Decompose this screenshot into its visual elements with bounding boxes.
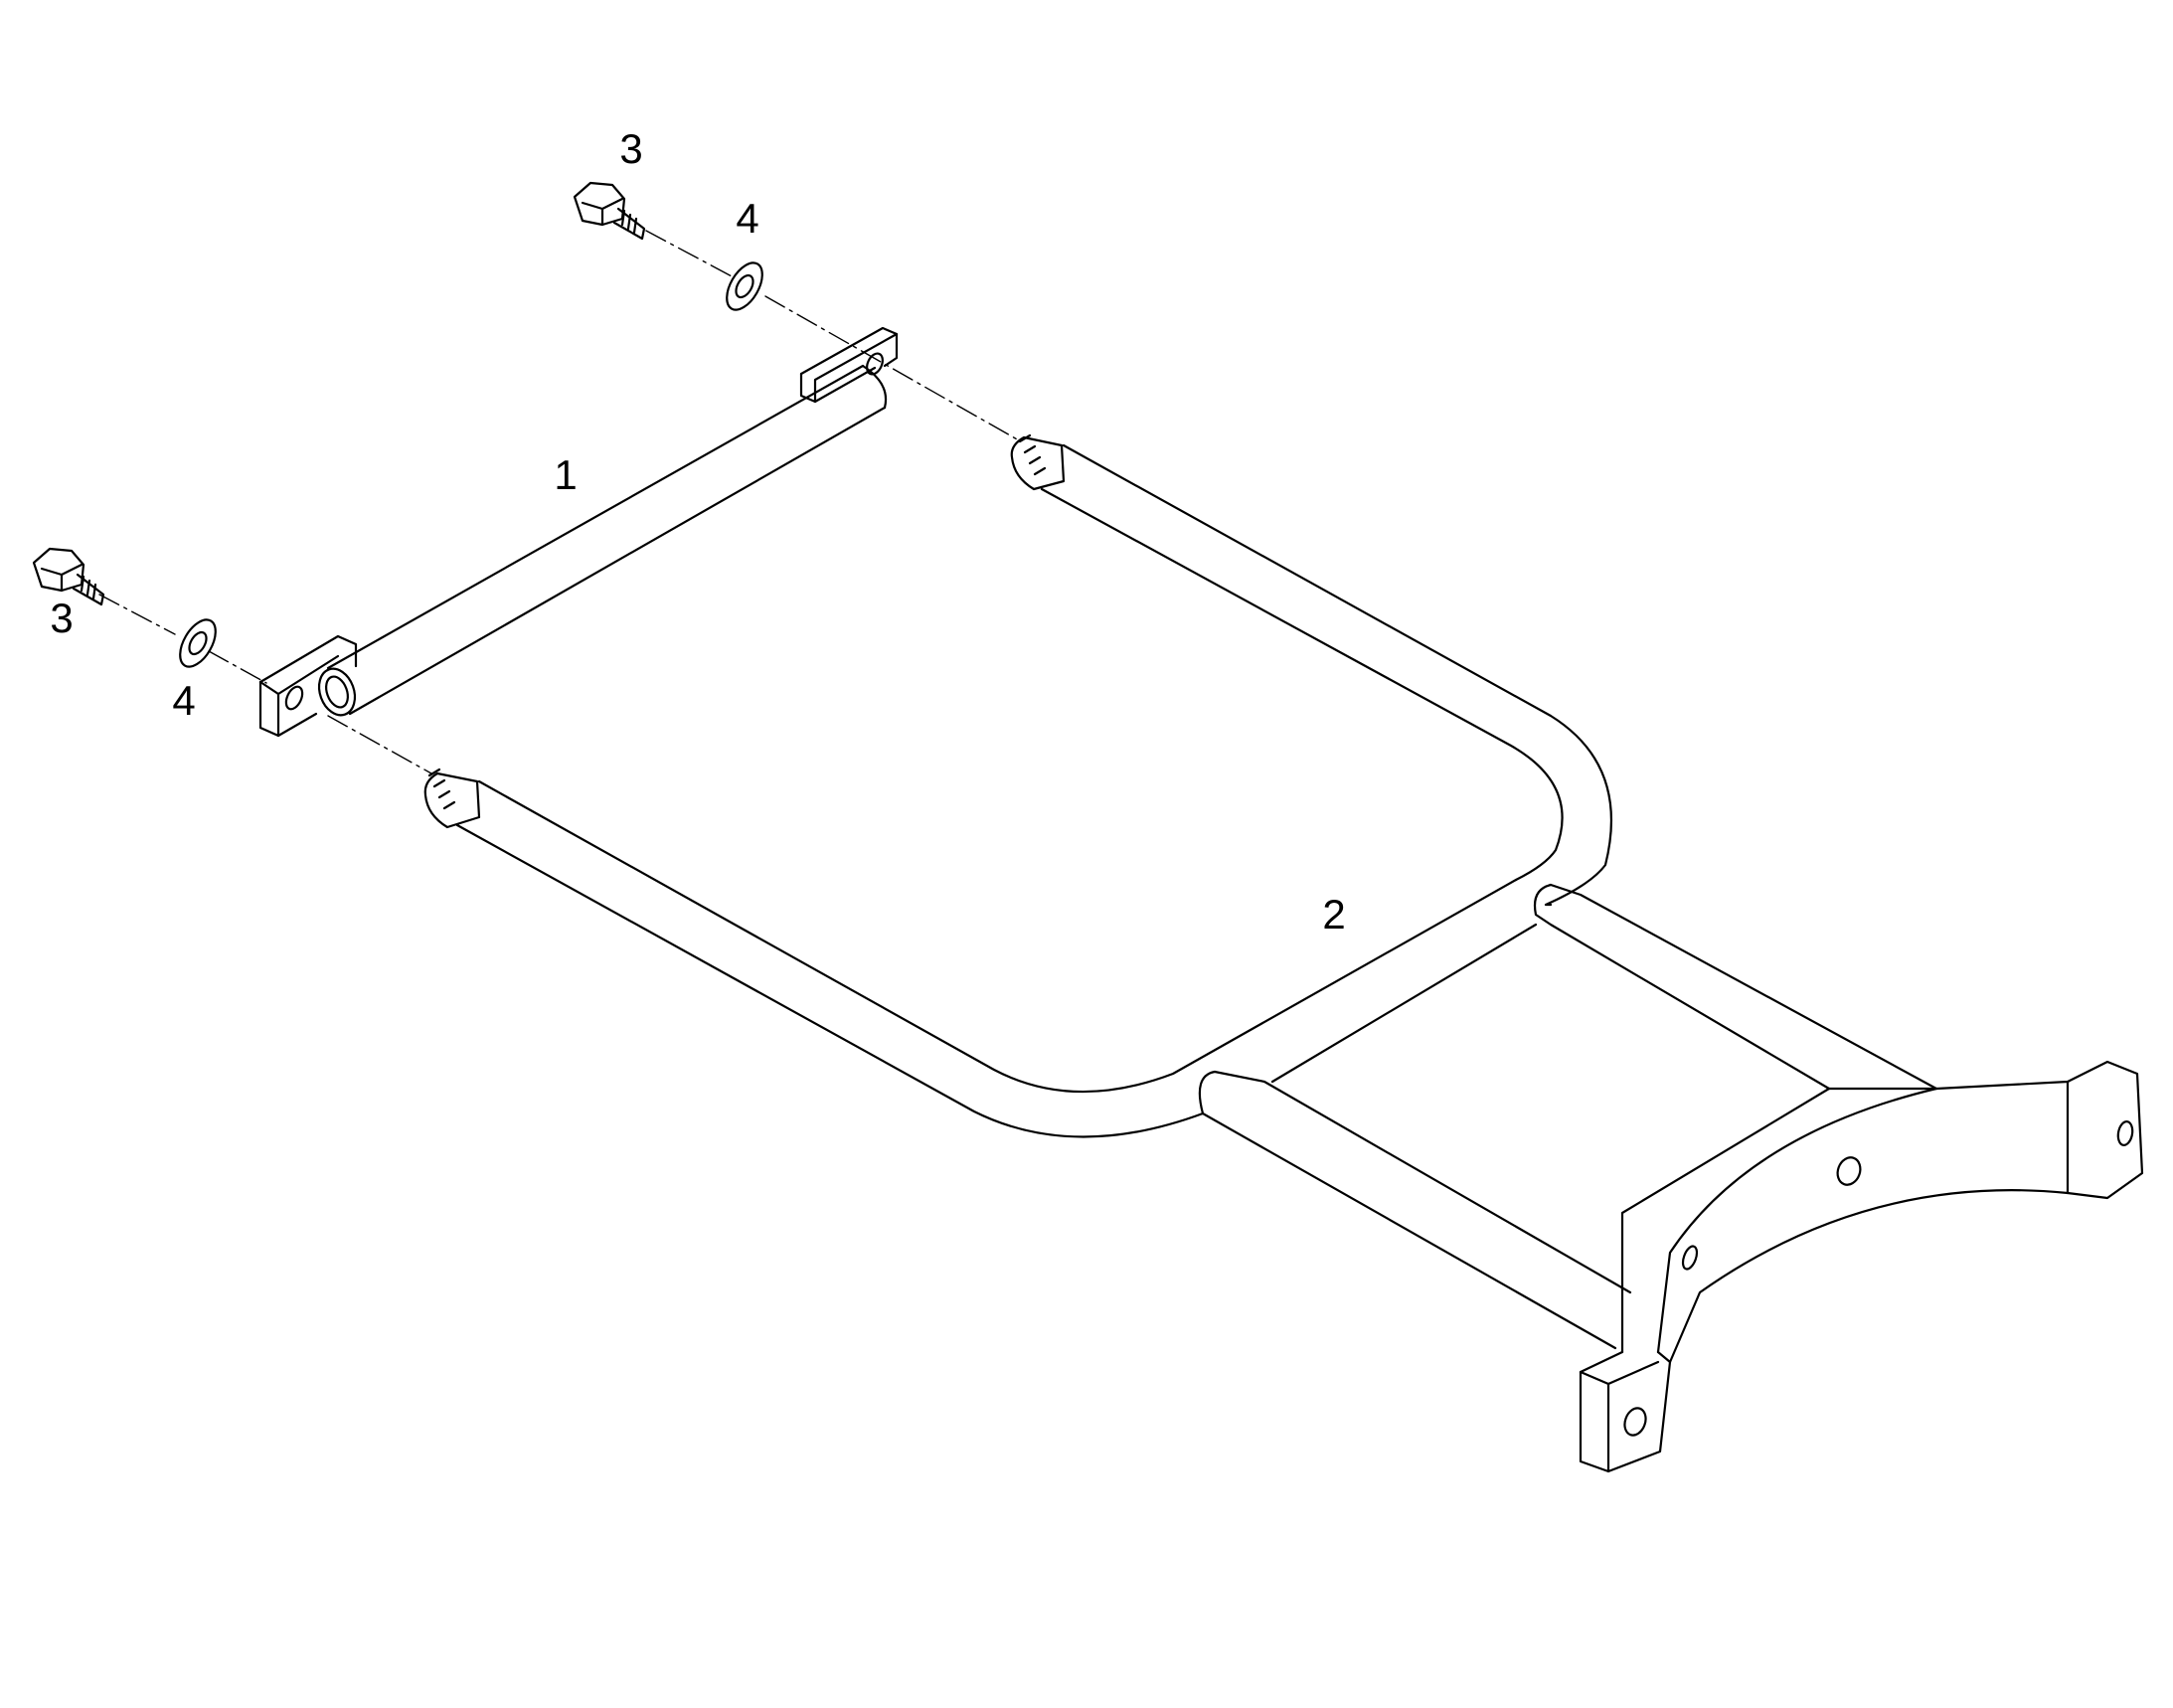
part-4-washer-lower [179,618,217,668]
callout-washer-lower: 4 [172,677,196,724]
part-2-frame [423,433,2144,1473]
part-1-tube-assembly [258,326,899,738]
callout-washer-upper: 4 [736,195,759,242]
centerlines [98,230,1020,774]
callout-bolt-lower: 3 [50,595,74,641]
part-3-bolt-upper [573,181,646,241]
callout-bolt-upper: 3 [619,125,643,172]
callout-part-1: 1 [554,451,578,498]
part-4-washer-upper [726,261,763,311]
part-3-bolt-lower [32,547,105,606]
callout-part-2: 2 [1322,891,1346,938]
